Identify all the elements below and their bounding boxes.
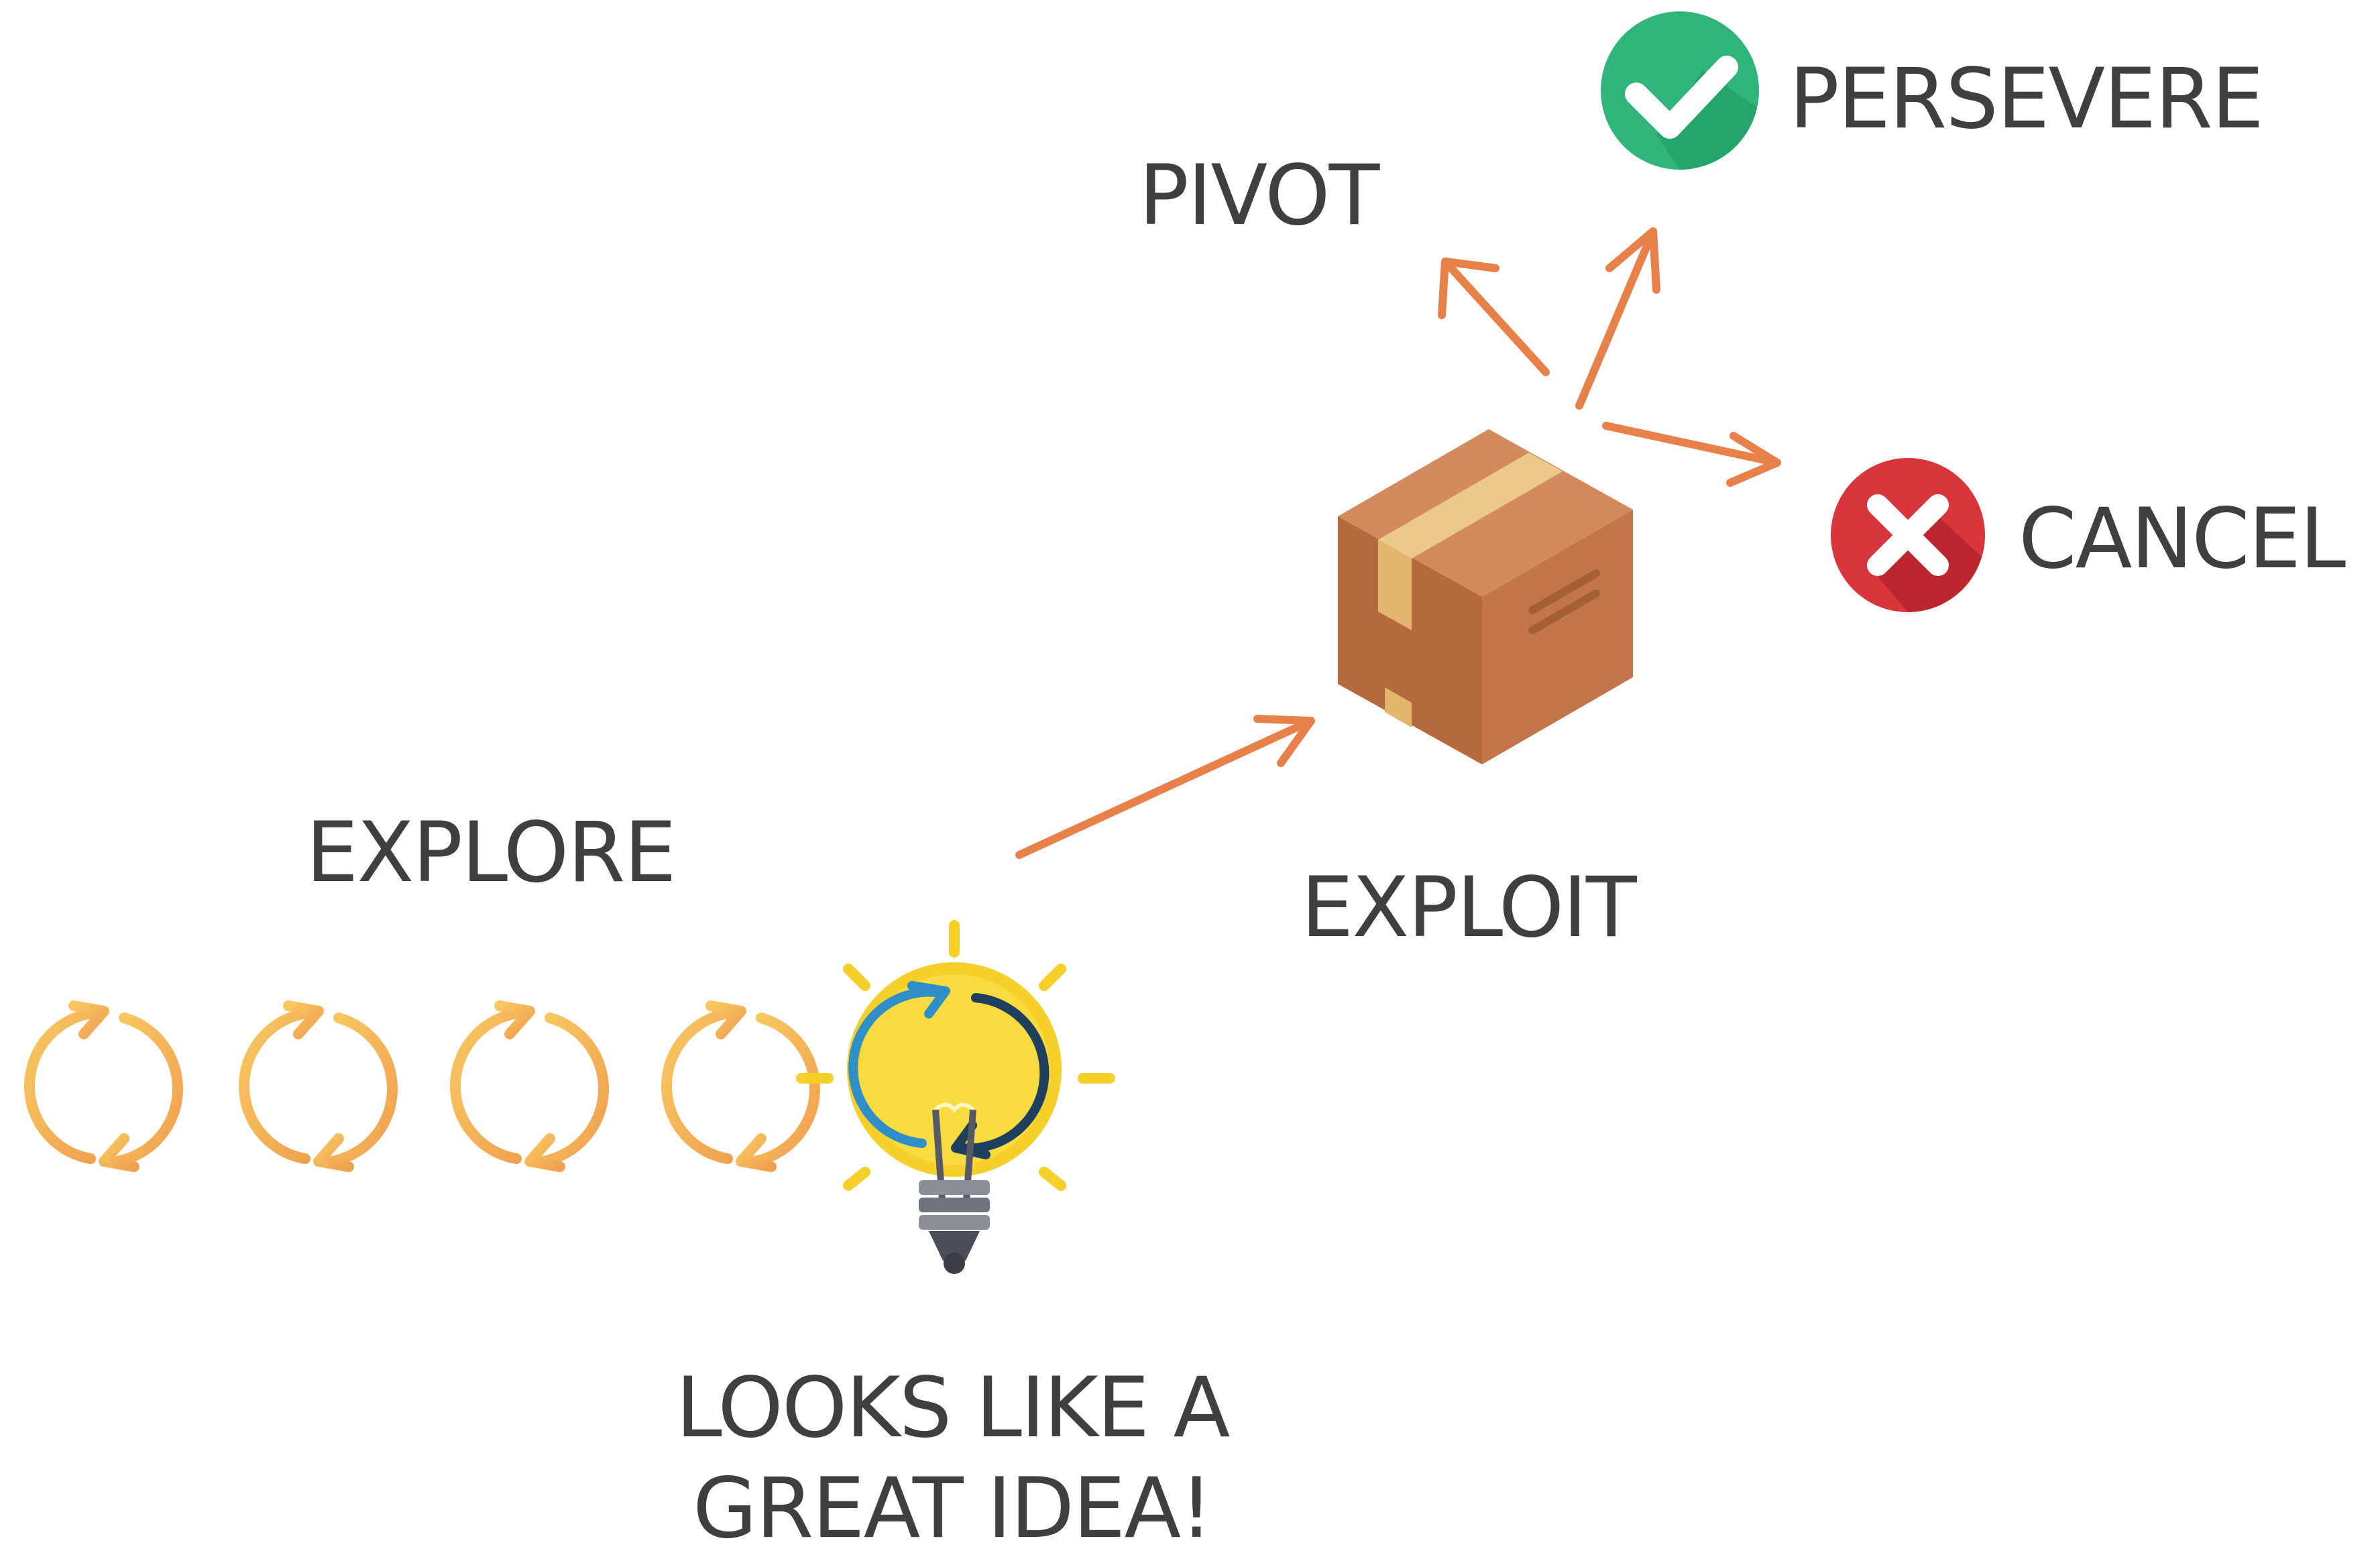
idea-label-line1: LOOKS LIKE A [675,1360,1231,1456]
check-circle-icon [1601,11,1759,170]
arrow-to-exploit [1015,715,1315,859]
cycle-arrows-icon [244,1006,392,1167]
package-box-icon [1338,429,1633,764]
idea-label: LOOKS LIKE A GREAT IDEA! [657,1358,1247,1559]
arrow-to-cancel [1602,422,1781,487]
pivot-label: PIVOT [1139,148,1379,244]
cross-circle-icon [1831,458,1985,612]
lightbulb-icon [796,920,1115,1274]
idea-label-line2: GREAT IDEA! [693,1460,1213,1557]
cycle-arrows-icon [30,1006,178,1167]
cycle-arrows-icon [667,1006,815,1167]
arrow-to-pivot [1438,257,1550,376]
arrow-to-persevere [1575,227,1660,410]
explore-label: EXPLORE [306,805,677,901]
cancel-label: CANCEL [2019,491,2346,587]
persevere-label: PERSEVERE [1789,51,2264,148]
cycle-arrows-icon [455,1006,604,1167]
exploit-label: EXPLOIT [1301,860,1637,956]
